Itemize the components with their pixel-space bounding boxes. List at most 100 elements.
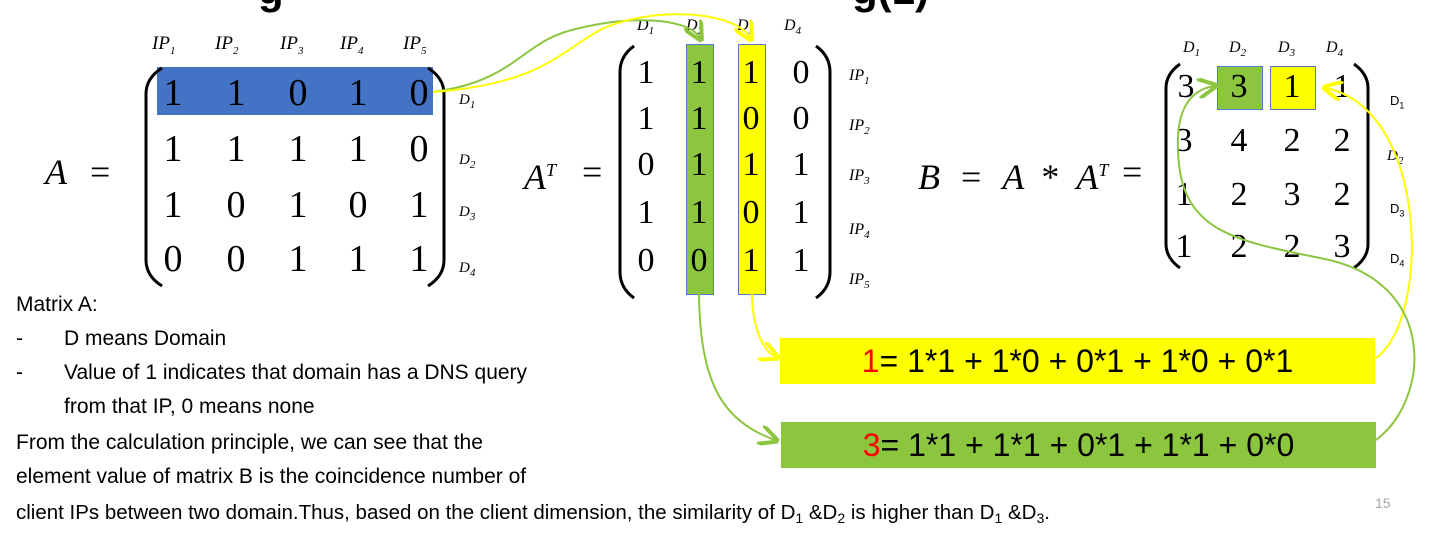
matrix-b-cell: 2 <box>1333 176 1351 213</box>
matrix-a-row-label-4: D4 <box>459 260 476 279</box>
matrix-a-cell: 0 <box>226 238 246 280</box>
matrix-b-col-label-4: D4 <box>1326 39 1344 60</box>
matrix-a-brackets <box>144 66 446 288</box>
matrix-at-equals: = <box>582 152 603 192</box>
matrix-at-cell: 1 <box>742 54 760 91</box>
matrix-a-cell: 1 <box>348 128 368 170</box>
matrix-b-formula: B = A * AT <box>918 157 1109 197</box>
matrix-a-cell: 0 <box>226 184 246 226</box>
matrix-at-col-label-4: D4 <box>784 17 802 38</box>
title-fragment-right: g(1) <box>852 0 929 11</box>
notes-bullet-2-line-1: Value of 1 indicates that domain has a D… <box>64 361 528 384</box>
matrix-at-row-label-5: IP5 <box>849 271 870 292</box>
matrix-a-cell: 1 <box>163 72 183 114</box>
title-fragment: g <box>258 0 284 11</box>
matrix-at-cell: 0 <box>637 146 655 183</box>
matrix-at-cell: 0 <box>792 54 810 91</box>
matrix-b-cell: 1 <box>1175 228 1193 265</box>
matrix-b-cell: 2 <box>1333 122 1351 159</box>
matrix-a-col-label-2: IP2 <box>215 33 239 57</box>
matrix-a-cell: 0 <box>348 184 368 226</box>
matrix-at-cell: 1 <box>637 194 655 231</box>
matrix-b-cell: 3 <box>1283 176 1301 213</box>
matrix-b-col-label-2: D2 <box>1229 39 1247 60</box>
equation-d1d2: 3 = 1*1 + 1*1 + 0*1 + 1*1 + 0*0 <box>781 422 1376 468</box>
matrix-at-cell: 1 <box>690 194 708 231</box>
matrix-a-cell: 1 <box>226 128 246 170</box>
matrix-b-col-label-3: D3 <box>1278 39 1296 60</box>
matrix-at-cell: 0 <box>637 242 655 279</box>
matrix-at-col-label-1: D1 <box>637 17 655 38</box>
matrix-at-row-label-1: IP1 <box>849 67 870 88</box>
matrix-b-row-label-3: D3 <box>1390 201 1405 219</box>
matrix-b-cell: 4 <box>1230 122 1248 159</box>
matrix-b-d1d2-highlight <box>1217 66 1263 110</box>
matrix-at-brackets <box>618 44 832 300</box>
matrix-at-cell: 0 <box>742 100 760 137</box>
matrix-b-cell: 3 <box>1333 228 1351 265</box>
matrix-at-cell: 0 <box>742 194 760 231</box>
matrix-a-cell: 1 <box>409 238 429 280</box>
matrix-b-cell: 1 <box>1283 68 1301 105</box>
matrix-b-row-label-1: D1 <box>1390 93 1405 111</box>
matrix-b-d1d3-highlight <box>1270 66 1316 110</box>
matrix-b-cell: 2 <box>1283 228 1301 265</box>
matrix-a-col-label-3: IP3 <box>280 33 304 57</box>
matrix-a-cell: 1 <box>348 238 368 280</box>
matrix-at-col2-highlight <box>686 44 714 295</box>
matrix-b-equals: = <box>1122 152 1143 192</box>
matrix-a-cell: 1 <box>288 128 308 170</box>
matrix-a-cell: 1 <box>163 128 183 170</box>
matrix-a-col-label-5: IP5 <box>403 33 427 57</box>
notes-bullet-2-line-2: from that IP, 0 means none <box>64 395 315 418</box>
matrix-at-cell: 0 <box>792 100 810 137</box>
notes-bullet-1: D means Domain <box>64 327 227 350</box>
notes-paragraph-line-1: From the calculation principle, we can s… <box>16 431 483 454</box>
matrix-at-row-label-4: IP4 <box>849 221 870 242</box>
matrix-a-row1-highlight <box>157 67 433 115</box>
page-number: 15 <box>1375 495 1391 511</box>
matrix-a-cell: 1 <box>409 184 429 226</box>
matrix-a-cell: 1 <box>163 184 183 226</box>
matrix-a-row-label-2: D2 <box>459 152 476 171</box>
matrix-a-cell: 1 <box>288 184 308 226</box>
equation-d1d3: 1 = 1*1 + 1*0 + 0*1 + 1*0 + 0*1 <box>780 338 1375 384</box>
matrix-at-cell: 1 <box>690 100 708 137</box>
matrix-at-cell: 1 <box>637 54 655 91</box>
matrix-a-equals: = <box>90 152 111 192</box>
matrix-at-col3-highlight <box>738 44 766 295</box>
matrix-at-symbol: AT <box>524 157 557 197</box>
matrix-b-col-label-1: D1 <box>1183 39 1201 60</box>
matrix-at-cell: 0 <box>690 242 708 279</box>
matrix-a-row-label-3: D3 <box>459 204 476 223</box>
notes-bullet-dash-1: - <box>16 327 23 350</box>
matrix-at-cell: 1 <box>742 242 760 279</box>
matrix-at-cell: 1 <box>690 54 708 91</box>
matrix-a-cell: 0 <box>409 128 429 170</box>
matrix-a-cell: 1 <box>348 72 368 114</box>
matrix-b-cell: 3 <box>1230 68 1248 105</box>
matrix-a-cell: 1 <box>226 72 246 114</box>
notes-paragraph-line-3: client IPs between two domain.Thus, base… <box>16 501 1050 526</box>
matrix-at-cell: 1 <box>792 242 810 279</box>
matrix-at-row-label-3: IP3 <box>849 167 870 188</box>
matrix-b-row-label-2: D2 <box>1387 148 1404 167</box>
notes-paragraph-line-2: element value of matrix B is the coincid… <box>16 465 527 488</box>
matrix-a-cell: 0 <box>163 238 183 280</box>
matrix-b-brackets <box>1164 62 1370 270</box>
notes-heading: Matrix A: <box>16 293 98 316</box>
matrix-b-cell: 2 <box>1230 228 1248 265</box>
matrix-at-cell: 1 <box>690 146 708 183</box>
notes-bullet-dash-2: - <box>16 361 23 384</box>
matrix-b-cell: 3 <box>1177 68 1195 105</box>
matrix-a-row-label-1: D1 <box>459 92 476 111</box>
matrix-at-cell: 1 <box>792 194 810 231</box>
matrix-b-cell: 1 <box>1175 176 1193 213</box>
matrix-a-col-label-4: IP4 <box>340 33 364 57</box>
matrix-at-cell: 1 <box>637 100 655 137</box>
matrix-at-cell: 1 <box>742 146 760 183</box>
matrix-b-cell: 3 <box>1175 122 1193 159</box>
matrix-b-row-label-4: D4 <box>1390 251 1405 269</box>
matrix-a-cell: 1 <box>288 238 308 280</box>
